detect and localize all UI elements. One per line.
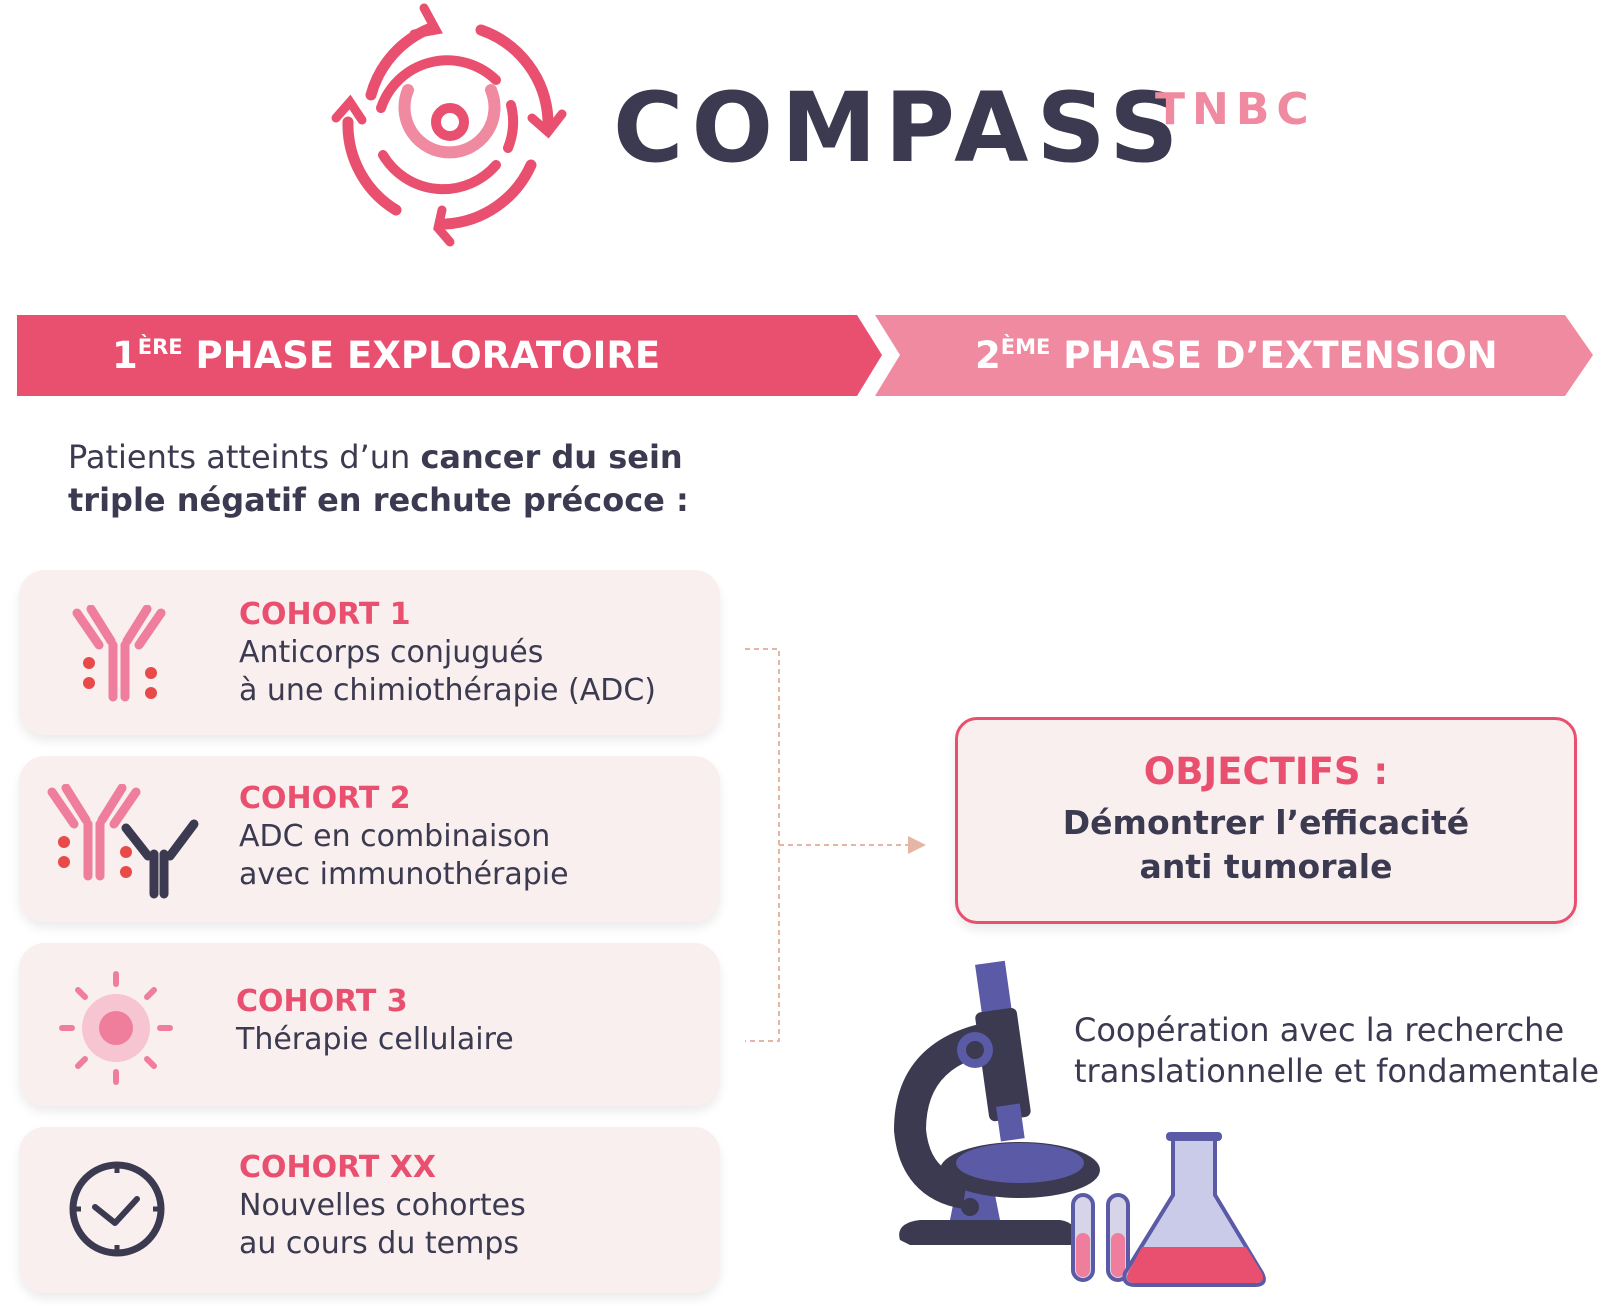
cohort-title: COHORT 3 [236, 984, 408, 1019]
compass-logo-icon [331, 3, 567, 247]
objective-text: anti tumorale [1139, 847, 1393, 886]
cooperation-line: translationnelle et fondamentale [1074, 1052, 1599, 1090]
cohort-card-4: COHORT XX Nouvelles cohortes au cours du… [19, 1127, 720, 1293]
cooperation-text: Coopération avec la recherche translatio… [1074, 1010, 1599, 1092]
arrow-banner-shape [875, 315, 1593, 396]
cohort-description: avec immunothérapie [239, 857, 569, 892]
cohort-title: COHORT XX [239, 1150, 437, 1185]
cohort-title: COHORT 2 [239, 781, 411, 816]
clock-icon [69, 1161, 165, 1257]
cohort-description: au cours du temps [239, 1226, 520, 1261]
cohort-description: Thérapie cellulaire [236, 1022, 514, 1057]
objective-text: Démontrer l’efficacité [1062, 803, 1470, 842]
brand-suffix: TNBC [1155, 84, 1316, 135]
arrow-banner-shape [17, 315, 882, 396]
cooperation-line: Coopération avec la recherche [1074, 1011, 1565, 1049]
phase-1-banner: 1ÈRE PHASE EXPLORATOIRE [17, 315, 882, 396]
phase-2-label: 2ÈME PHASE D’EXTENSION [975, 334, 1498, 377]
antibody-drug-conjugate-icon [72, 605, 166, 702]
cohort-description: Nouvelles cohortes [239, 1188, 526, 1223]
cohort-description: ADC en combinaison [239, 819, 551, 854]
cohort-description: à une chimiothérapie (ADC) [239, 673, 656, 708]
cohort-card-2: COHORT 2 ADC en combinaison avec immunot… [19, 756, 720, 922]
cohort-card-1: COHORT 1 Anticorps conjugués à une chimi… [19, 570, 720, 735]
objectives-box: OBJECTIFS : Démontrer l’efficacité anti … [955, 717, 1577, 924]
cell-icon [59, 971, 173, 1085]
cohort-title: COHORT 1 [239, 597, 411, 632]
phase-1-label: 1ÈRE PHASE EXPLORATOIRE [112, 334, 661, 377]
objectives-heading: OBJECTIFS : [1143, 750, 1389, 793]
phase-2-banner: 2ÈME PHASE D’EXTENSION [875, 315, 1593, 396]
adc-plus-antibody-icon [47, 784, 199, 899]
cohort-card-3: COHORT 3 Thérapie cellulaire [19, 943, 720, 1106]
cohort-description: Anticorps conjugués [239, 635, 544, 670]
microscope-lab-icon [893, 960, 1266, 1287]
dashed-connector-arrow [745, 648, 926, 1042]
brand-name: COMPASS [613, 72, 1187, 184]
